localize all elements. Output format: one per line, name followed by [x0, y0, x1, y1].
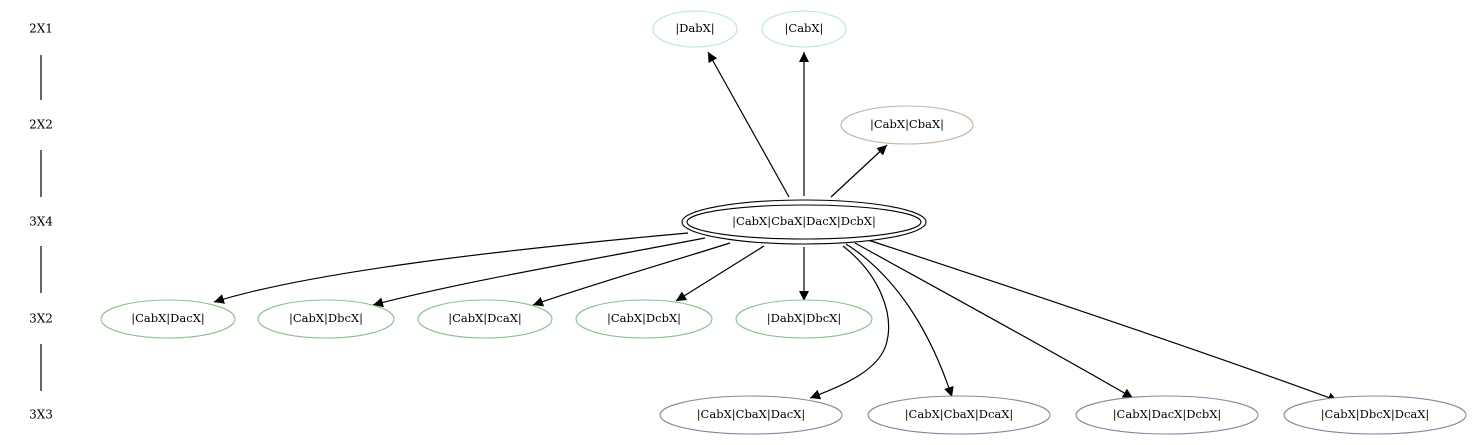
node-ellipse [417, 299, 553, 339]
node-cabx-dcax[interactable]: |CabX|DcaX| [417, 299, 553, 339]
node-ellipse [100, 299, 236, 339]
node-label: |DabX| [675, 21, 714, 36]
node-cabx[interactable]: |CabX| [761, 10, 847, 48]
edge-root-to-cabx-cbax-dacx [809, 245, 890, 400]
node-label: |CabX|DacX|DcbX| [1113, 407, 1222, 422]
edge-root-to-cabx-cbax-dcax [845, 243, 954, 398]
node-label: |CabX|CbaX|DacX|DcbX| [732, 214, 876, 229]
rank-label-2X2: 2X2 [29, 118, 53, 132]
rank-label-3X2: 3X2 [29, 312, 53, 326]
node-label: |CabX| [785, 21, 824, 36]
node-ellipse [840, 105, 974, 145]
rank-legend: 2X1 2X2 3X4 3X2 3X3 [29, 22, 53, 422]
node-cabx-dcbx[interactable]: |CabX|DcbX| [575, 299, 713, 339]
edge-root-to-cabx-dcax [532, 242, 731, 307]
node-ellipse [1283, 395, 1467, 435]
node-cabx-cbax-dcax[interactable]: |CabX|CbaX|DcaX| [867, 395, 1051, 435]
node-label: |CabX|CbaX|DacX| [697, 407, 806, 422]
node-cabx-cbax[interactable]: |CabX|CbaX| [840, 105, 974, 145]
edge-root-to-cabx-dbcx-dcax [867, 239, 1339, 403]
edge-root-to-cabx-dacx-dcbx [854, 242, 1134, 399]
edge-root-to-dabx [707, 51, 790, 198]
node-root[interactable]: |CabX|CbaX|DacX|DcbX| [681, 199, 927, 245]
node-ellipse [575, 299, 713, 339]
node-ellipse [652, 10, 738, 48]
edge-root-to-cabx-dbcx [372, 237, 706, 308]
node-ellipse [867, 395, 1051, 435]
node-label: |CabX|DcaX| [448, 311, 522, 326]
rank-label-3X4: 3X4 [29, 215, 53, 229]
node-cabx-dacx-dcbx[interactable]: |CabX|DacX|DcbX| [1075, 395, 1259, 435]
node-cabx-dbcx-dcax[interactable]: |CabX|DbcX|DcaX| [1283, 395, 1467, 435]
node-cabx-dacx[interactable]: |CabX|DacX| [100, 299, 236, 339]
node-ellipse [761, 10, 847, 48]
rank-label-2X1: 2X1 [29, 22, 53, 36]
node-cabx-cbax-dacx[interactable]: |CabX|CbaX|DacX| [659, 395, 843, 435]
edge-root-to-cabx-dacx [213, 232, 689, 304]
rank-label-3X3: 3X3 [29, 408, 53, 422]
node-ellipse [659, 395, 843, 435]
node-label: |CabX|DcbX| [607, 311, 681, 326]
node-dabx-dbcx[interactable]: |DabX|DbcX| [735, 299, 873, 339]
node-label: |CabX|DbcX|DcaX| [1321, 407, 1430, 422]
node-label: |CabX|DacX| [131, 311, 205, 326]
node-label: |CabX|CbaX|DcaX| [905, 407, 1014, 422]
node-ellipse [735, 299, 873, 339]
node-ellipse-inner [686, 204, 922, 240]
edge-root-to-cabx-dcbx [675, 245, 765, 302]
node-dabx[interactable]: |DabX| [652, 10, 738, 48]
node-label: |DabX|DbcX| [767, 311, 841, 326]
node-ellipse [1075, 395, 1259, 435]
node-cabx-dbcx[interactable]: |CabX|DbcX| [257, 299, 395, 339]
node-label: |CabX|CbaX| [870, 117, 944, 132]
edge-root-to-cabx-cbax [830, 144, 888, 198]
node-label: |CabX|DbcX| [289, 311, 363, 326]
nodes: |DabX| |CabX| |CabX|CbaX| |CabX|CbaX|Dac… [100, 10, 1467, 435]
node-ellipse [257, 299, 395, 339]
edges [213, 51, 1339, 403]
